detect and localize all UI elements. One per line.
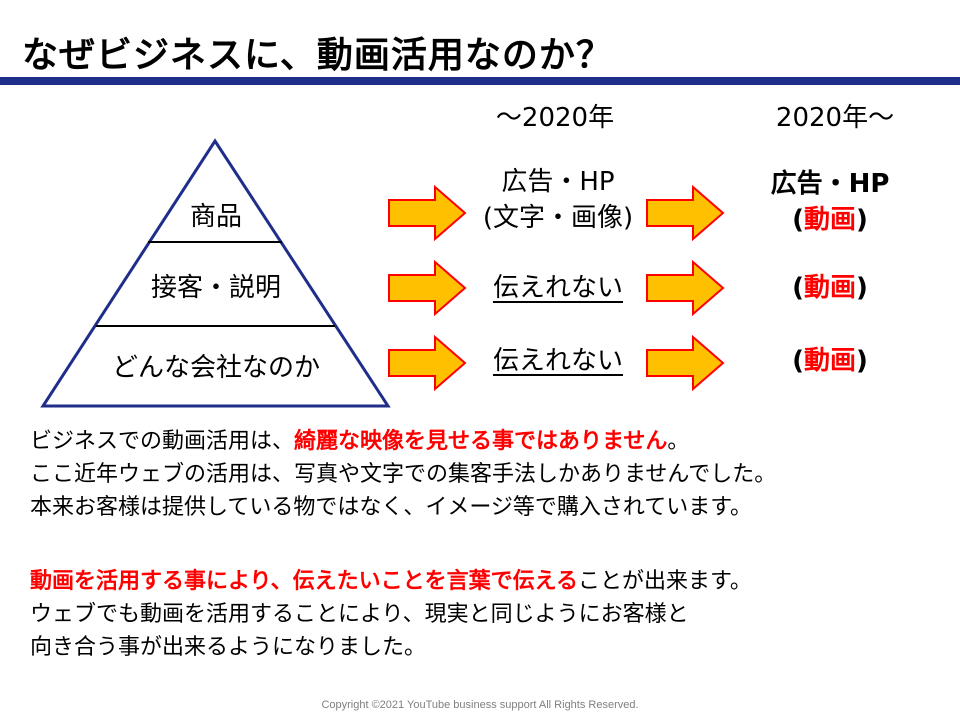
paren-open: ( <box>792 205 804 235</box>
row1-before-line2: (文字・画像) <box>482 203 634 233</box>
column-header-before: ～2020年 <box>495 103 615 133</box>
paragraph-1-line-3: 本来お客様は提供している物ではなく、イメージ等で購入されています。 <box>30 495 753 520</box>
paren-open: ( <box>792 346 804 376</box>
text-plain: ビジネスでの動画活用は、 <box>30 429 295 454</box>
pyramid-tier-product: 商品 <box>189 202 242 232</box>
row1-after-line2: (動画) <box>730 202 930 238</box>
video-highlight: 動画 <box>803 346 856 376</box>
paragraph-1-line-2: ここ近年ウェブの活用は、写真や文字での集客手法しかありませんでした。 <box>30 462 777 487</box>
row1-before-cell: 広告・HP (文字・画像) <box>458 164 658 236</box>
pyramid-tier-company: どんな会社なのか <box>111 353 320 383</box>
paragraph-2-line-1: 動画を活用する事により、伝えたいことを言葉で伝えることが出来ます。 <box>30 565 752 598</box>
paragraph-2-line-2: ウェブでも動画を活用することにより、現実と同じようにお客様と <box>30 602 689 627</box>
arrow-right-icon <box>646 185 725 241</box>
row1-after-cell: 広告・HP (動画) <box>730 166 930 238</box>
arrow-right-icon <box>646 260 725 316</box>
pyramid-tier-service: 接客・説明 <box>150 273 281 303</box>
paren-close: ) <box>856 205 868 235</box>
title-underline-bar <box>0 77 960 85</box>
row2-after-cell: (動画) <box>730 270 930 306</box>
paragraph-1-line-1: ビジネスでの動画活用は、綺麗な映像を見せる事ではありません。 <box>30 425 776 458</box>
row3-after-cell: (動画) <box>730 343 930 379</box>
video-highlight: 動画 <box>803 273 856 303</box>
paragraph-2-line-3: 向き合う事が出来るようになりました。 <box>30 635 427 660</box>
row1-after-line1: 広告・HP <box>770 169 890 199</box>
text-plain: 。 <box>667 429 690 454</box>
text-highlight: 綺麗な映像を見せる事ではありません <box>294 429 668 454</box>
paragraph-1: ビジネスでの動画活用は、綺麗な映像を見せる事ではありません。 ここ近年ウェブの活… <box>30 425 776 524</box>
row3-before-cell: 伝えれない <box>492 346 623 376</box>
paren-open: ( <box>792 273 804 303</box>
column-header-after: 2020年～ <box>775 103 895 133</box>
pyramid-diagram <box>40 138 391 408</box>
row2-before-cell: 伝えれない <box>492 273 623 303</box>
paragraph-2: 動画を活用する事により、伝えたいことを言葉で伝えることが出来ます。 ウェブでも動… <box>30 565 752 664</box>
paren-close: ) <box>856 273 868 303</box>
paren-close: ) <box>856 346 868 376</box>
text-plain: ことが出来ます。 <box>578 569 752 594</box>
footer-copyright: Copyright ©2021 YouTube business support… <box>321 699 639 711</box>
arrow-right-icon <box>388 260 467 316</box>
arrow-right-icon <box>388 335 467 391</box>
row1-before-line1: 広告・HP <box>501 167 615 197</box>
page-title: なぜビジネスに、動画活用なのか？ <box>22 35 613 76</box>
text-highlight: 動画を活用する事により、伝えたいことを言葉で伝える <box>30 569 579 594</box>
pyramid-outline <box>40 138 391 408</box>
video-highlight: 動画 <box>803 205 856 235</box>
arrow-right-icon <box>388 185 467 241</box>
arrow-right-icon <box>646 335 725 391</box>
